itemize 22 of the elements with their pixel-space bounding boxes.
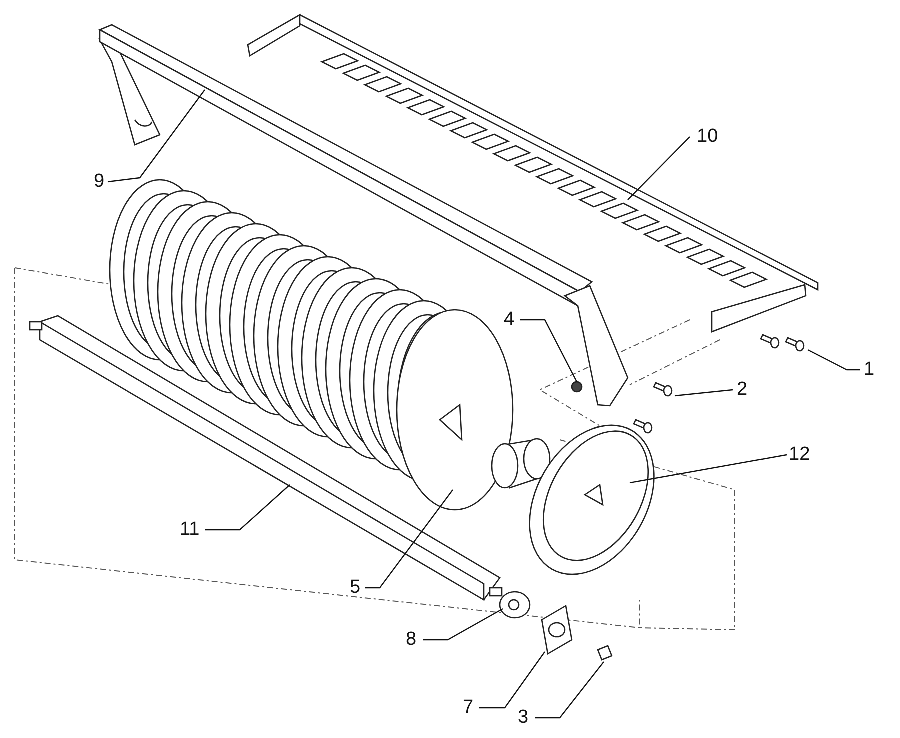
callout-number: 9 (94, 172, 105, 192)
callout-number: 3 (518, 708, 529, 728)
leader-line (628, 136, 690, 200)
leader-line (205, 484, 290, 531)
callout-number: 10 (697, 127, 718, 147)
leader-line (630, 454, 788, 484)
leader-line (674, 389, 734, 397)
callout-number: 2 (737, 380, 748, 400)
callout-number: 12 (789, 445, 810, 465)
callout-number: 1 (864, 360, 875, 380)
leader-line (108, 90, 206, 183)
callout-number: 8 (406, 630, 417, 650)
leader-line (808, 349, 860, 371)
leader-line (423, 608, 504, 641)
leader-line (365, 490, 454, 589)
leader-line (520, 319, 578, 382)
leader-line (479, 652, 546, 709)
callout-number: 5 (350, 578, 361, 598)
leader-line (535, 662, 604, 719)
callout-number: 7 (463, 698, 474, 718)
callout-number: 4 (504, 310, 515, 330)
callout-number: 11 (180, 520, 200, 540)
